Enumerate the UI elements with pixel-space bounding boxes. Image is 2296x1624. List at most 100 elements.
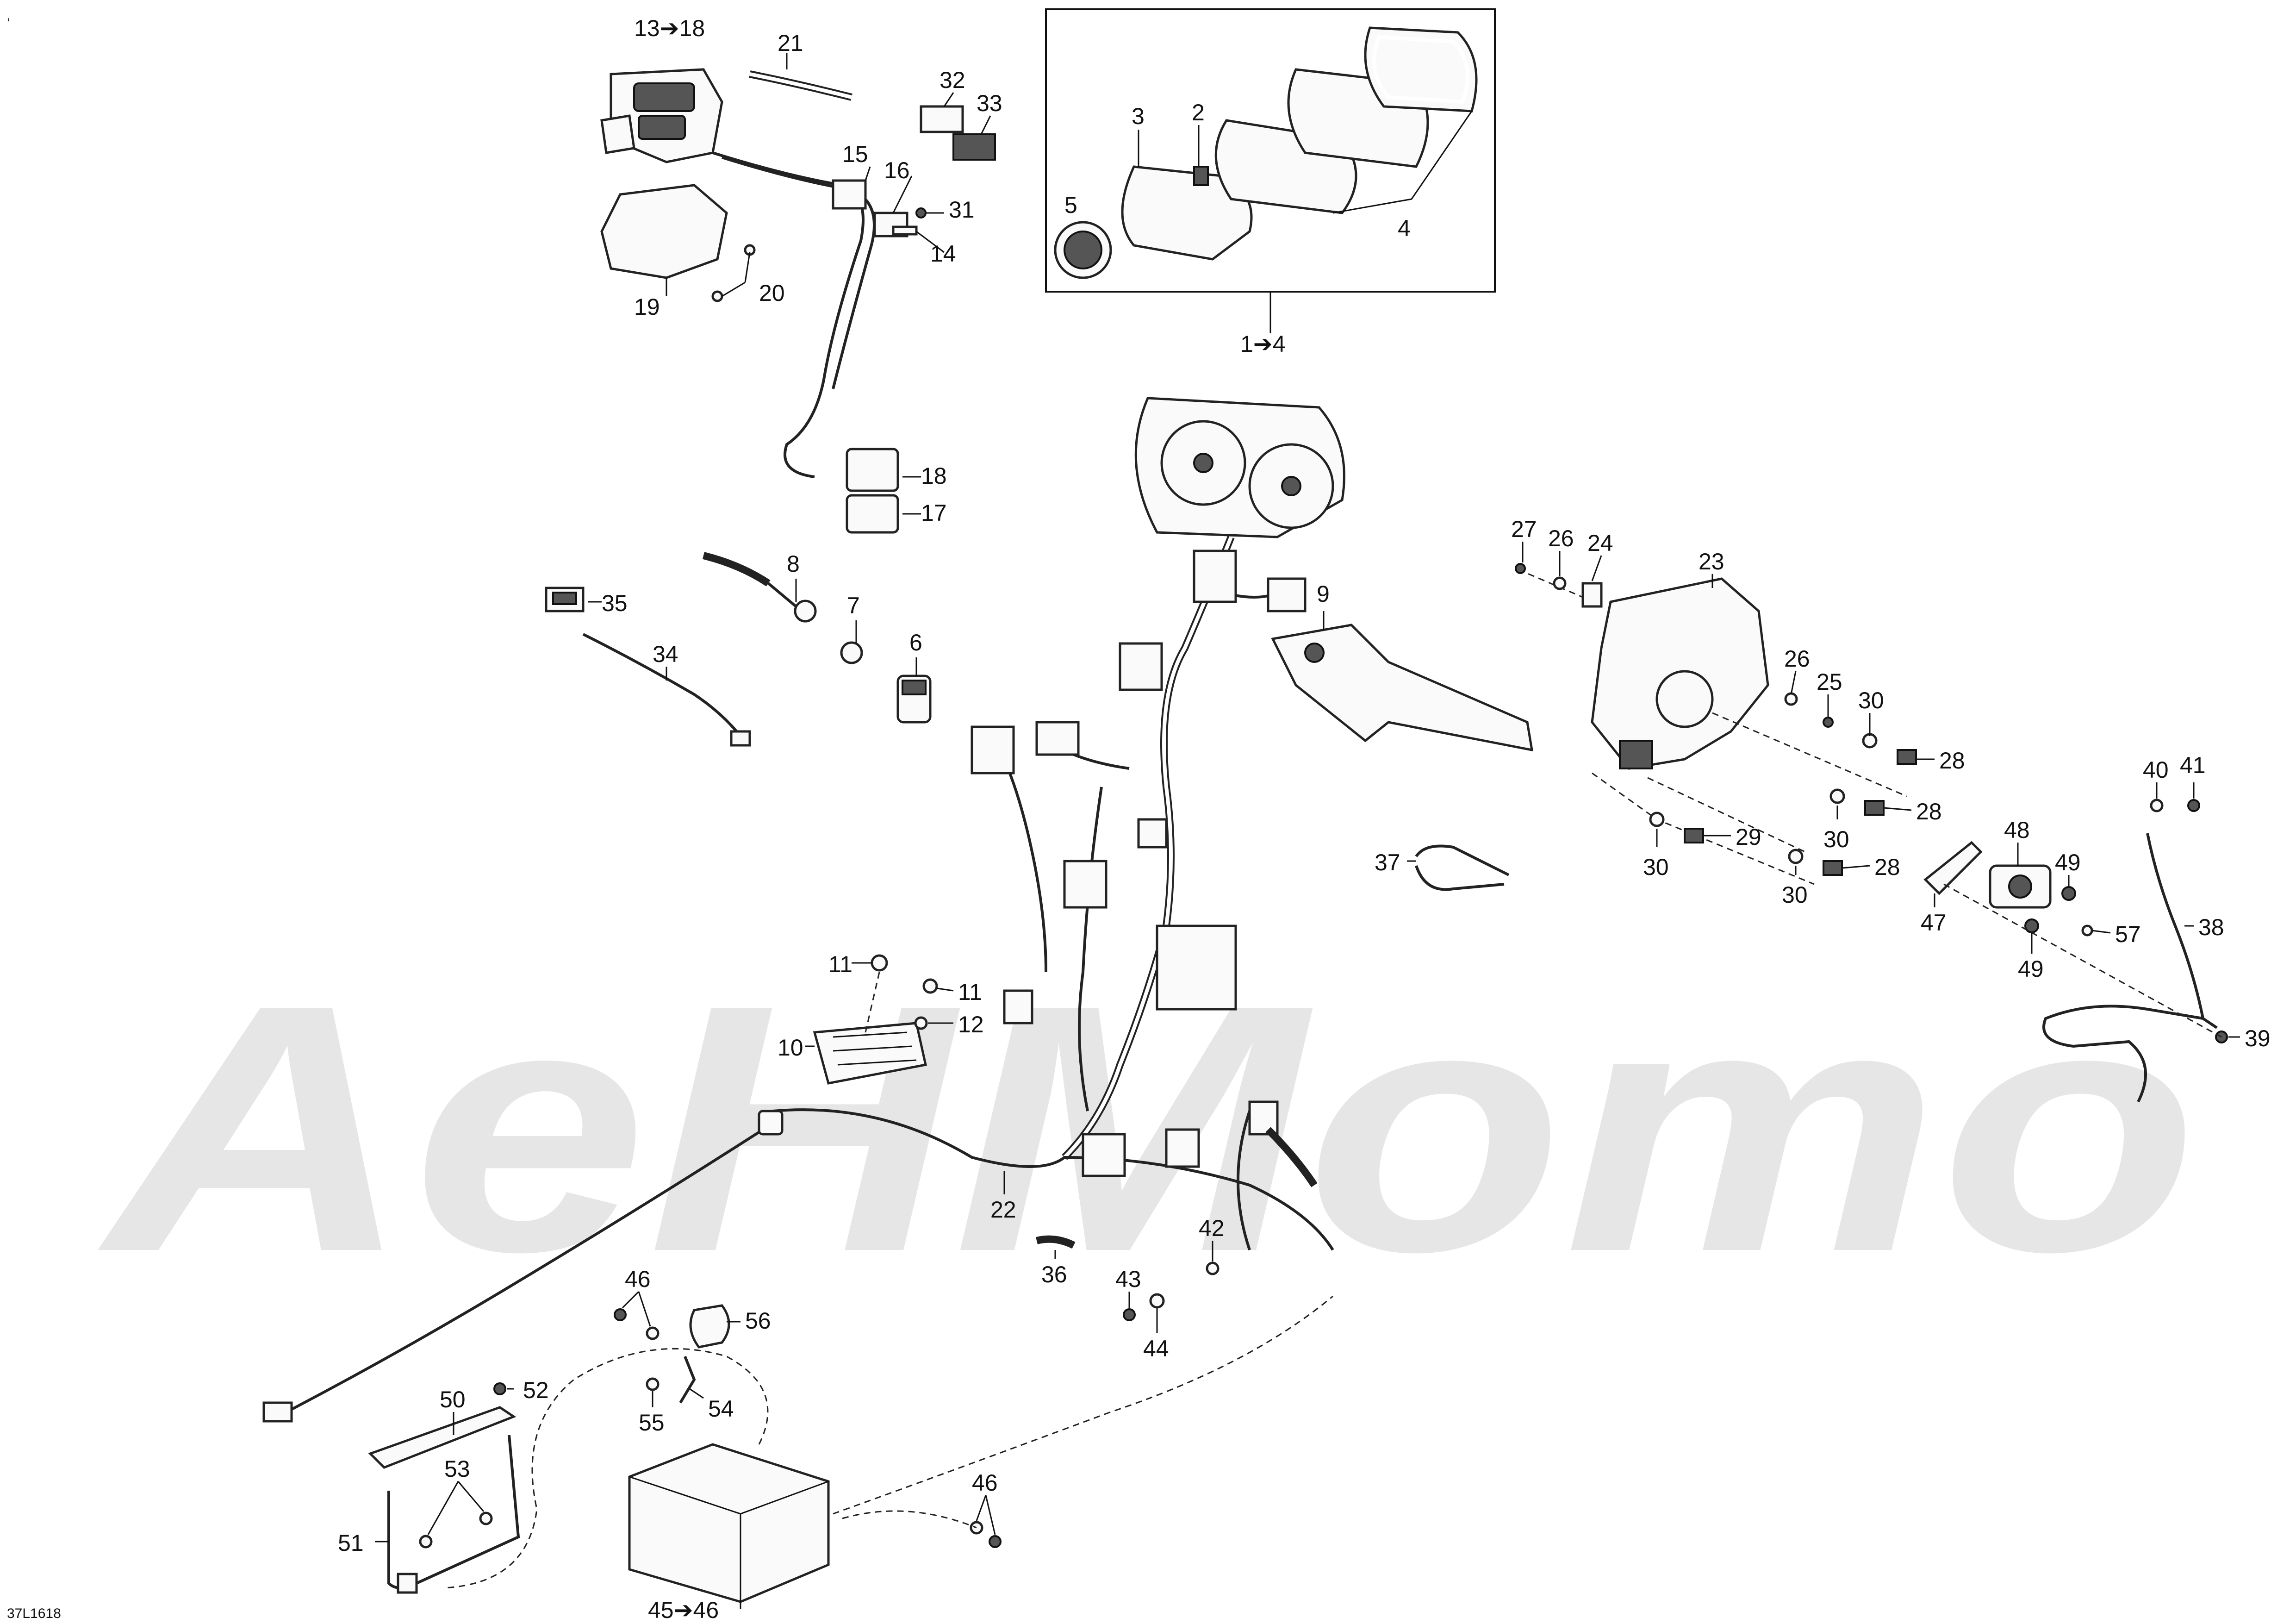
screw-46a — [614, 1308, 660, 1340]
callout-57: 57 — [2115, 921, 2141, 947]
main-harness-22 — [262, 536, 1334, 1423]
leader-4 — [1332, 111, 1473, 214]
washer-44 — [1149, 1293, 1165, 1309]
callout-13-18: 13➔18 — [634, 15, 705, 41]
handlebar-switch-assembly — [600, 68, 723, 163]
hose-36 — [1036, 1235, 1076, 1249]
nut-11b — [922, 978, 938, 994]
callout-7: 7 — [847, 593, 860, 618]
callout-42: 42 — [1199, 1215, 1225, 1241]
fasteners-23 — [1515, 563, 1917, 876]
callout-45-46: 45➔46 — [648, 1597, 719, 1623]
nut-42 — [1206, 1262, 1220, 1275]
callout-37: 37 — [1375, 849, 1400, 875]
harness-34 — [582, 633, 751, 747]
screw-52 — [493, 1382, 506, 1395]
nut-40 — [2150, 799, 2164, 812]
cable-38 — [2042, 833, 2218, 1103]
washer-55 — [646, 1377, 660, 1391]
callout-41: 41 — [2180, 752, 2206, 778]
callout-28c: 28 — [1874, 854, 1900, 880]
dash-28 — [1712, 712, 1907, 797]
callout-28b: 28 — [1916, 799, 1942, 824]
screw-31 — [915, 207, 927, 219]
screw-46b — [970, 1521, 1002, 1548]
callout-29: 29 — [1736, 824, 1761, 850]
battery-strap-51 — [387, 1435, 520, 1594]
callout-38: 38 — [2198, 914, 2224, 940]
callout-30c: 30 — [1643, 854, 1669, 880]
callout-44: 44 — [1143, 1336, 1169, 1362]
callout-18: 18 — [921, 463, 947, 489]
bracket-9 — [1271, 624, 1534, 752]
battery-45 — [628, 1443, 830, 1603]
callout-26b: 26 — [1784, 646, 1810, 672]
drawing-number: 37L1618 — [7, 1606, 61, 1621]
callout-46b: 46 — [972, 1470, 998, 1496]
instrument-cluster — [1134, 397, 1345, 538]
switch-cover-19 — [600, 184, 756, 302]
callout-24: 24 — [1587, 530, 1613, 556]
battery-bracket-50 — [368, 1406, 516, 1469]
bulb-2 — [1193, 166, 1209, 186]
connector-14 — [892, 225, 918, 236]
callout-26a: 26 — [1548, 525, 1574, 551]
wire-8 — [703, 552, 817, 623]
callout-3: 3 — [1132, 103, 1145, 129]
dash-battery-right — [833, 1295, 1333, 1515]
nut-49a — [2061, 886, 2076, 901]
callout-48: 48 — [2004, 817, 2030, 843]
switch-35 — [545, 587, 585, 612]
callout-31: 31 — [949, 197, 975, 223]
relay-33 — [952, 133, 996, 161]
callout-22: 22 — [990, 1197, 1016, 1223]
gauge-gasket — [1364, 26, 1478, 112]
nut-11a — [871, 954, 888, 972]
callout-5: 5 — [1064, 192, 1077, 218]
nut-43 — [1123, 1308, 1136, 1321]
callout-9: 9 — [1317, 581, 1330, 607]
dash-27-26 — [1518, 568, 1583, 598]
callout-1-4: 1➔4 — [1240, 331, 1286, 357]
callout-49a: 49 — [2055, 849, 2081, 875]
dash-46b — [842, 1510, 977, 1529]
callout-35: 35 — [602, 590, 628, 616]
callout-8: 8 — [787, 551, 800, 577]
callout-11a: 11 — [828, 951, 852, 977]
callout-30b: 30 — [1823, 826, 1849, 852]
callout-54: 54 — [708, 1396, 734, 1422]
callout-2: 2 — [1192, 100, 1205, 125]
callout-25: 25 — [1817, 669, 1842, 695]
callout-28a: 28 — [1939, 748, 1965, 774]
bracket-47 — [1923, 841, 1983, 895]
callout-27: 27 — [1511, 516, 1537, 542]
callout-6: 6 — [909, 630, 922, 656]
clip-24 — [1581, 582, 1603, 608]
nut-41 — [2187, 799, 2200, 812]
solenoid-48 — [1989, 864, 2052, 909]
corner-mark: ’ — [7, 16, 10, 31]
callout-56: 56 — [745, 1308, 771, 1334]
callout-10: 10 — [778, 1035, 803, 1061]
dash-battery-left — [444, 1348, 769, 1589]
nut-57 — [2081, 924, 2093, 937]
callout-20: 20 — [759, 280, 785, 306]
callout-33: 33 — [977, 90, 1002, 116]
callout-4: 4 — [1398, 215, 1411, 241]
switch-harness — [712, 151, 908, 534]
callout-15: 15 — [842, 141, 868, 167]
washer-12 — [914, 1016, 928, 1030]
callout-53: 53 — [444, 1456, 470, 1482]
clip-54 — [679, 1355, 696, 1404]
callout-50: 50 — [440, 1387, 466, 1412]
callout-43: 43 — [1115, 1266, 1141, 1292]
callout-14: 14 — [930, 241, 956, 267]
regulator-10 — [813, 1022, 927, 1085]
callout-40: 40 — [2143, 757, 2169, 783]
callout-47: 47 — [1921, 910, 1947, 936]
callout-34: 34 — [653, 641, 678, 667]
callout-30a: 30 — [1858, 687, 1884, 713]
callout-51: 51 — [338, 1530, 364, 1556]
callout-16: 16 — [884, 157, 910, 183]
